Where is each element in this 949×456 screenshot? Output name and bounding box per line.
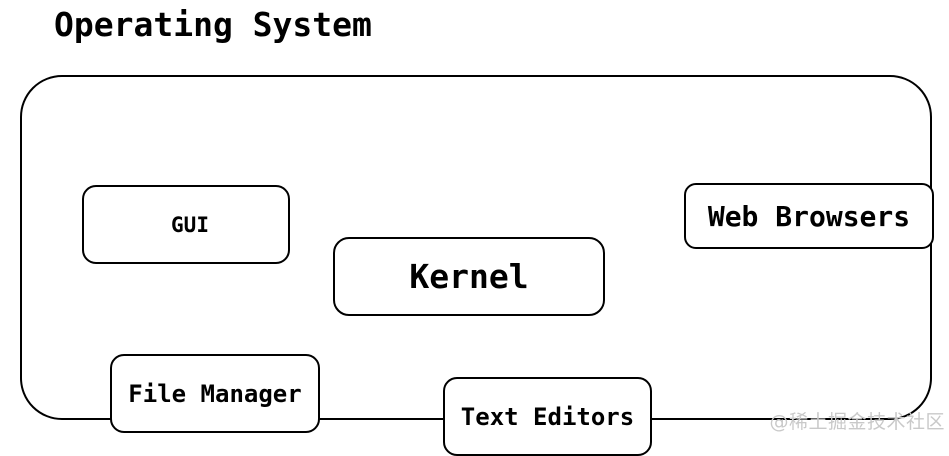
component-label-text-editors: Text Editors [460, 402, 635, 431]
diagram-canvas: Operating System GUI Kernel Web Browsers… [20, 5, 945, 456]
component-box-web-browsers[interactable]: Web Browsers [684, 183, 934, 249]
watermark-text: @稀土掘金技术社区 [769, 411, 945, 433]
component-box-text-editors[interactable]: Text Editors [443, 377, 652, 456]
page-title: Operating System [54, 5, 372, 44]
component-box-file-manager[interactable]: File Manager [110, 354, 320, 433]
component-box-kernel[interactable]: Kernel [333, 237, 605, 316]
component-label-kernel: Kernel [409, 257, 529, 296]
component-label-gui: GUI [171, 212, 209, 237]
operating-system-container: GUI Kernel Web Browsers File Manager Tex… [20, 75, 934, 456]
component-label-web-browsers: Web Browsers [707, 199, 911, 233]
component-box-gui[interactable]: GUI [82, 185, 290, 264]
component-label-file-manager: File Manager [128, 379, 302, 408]
